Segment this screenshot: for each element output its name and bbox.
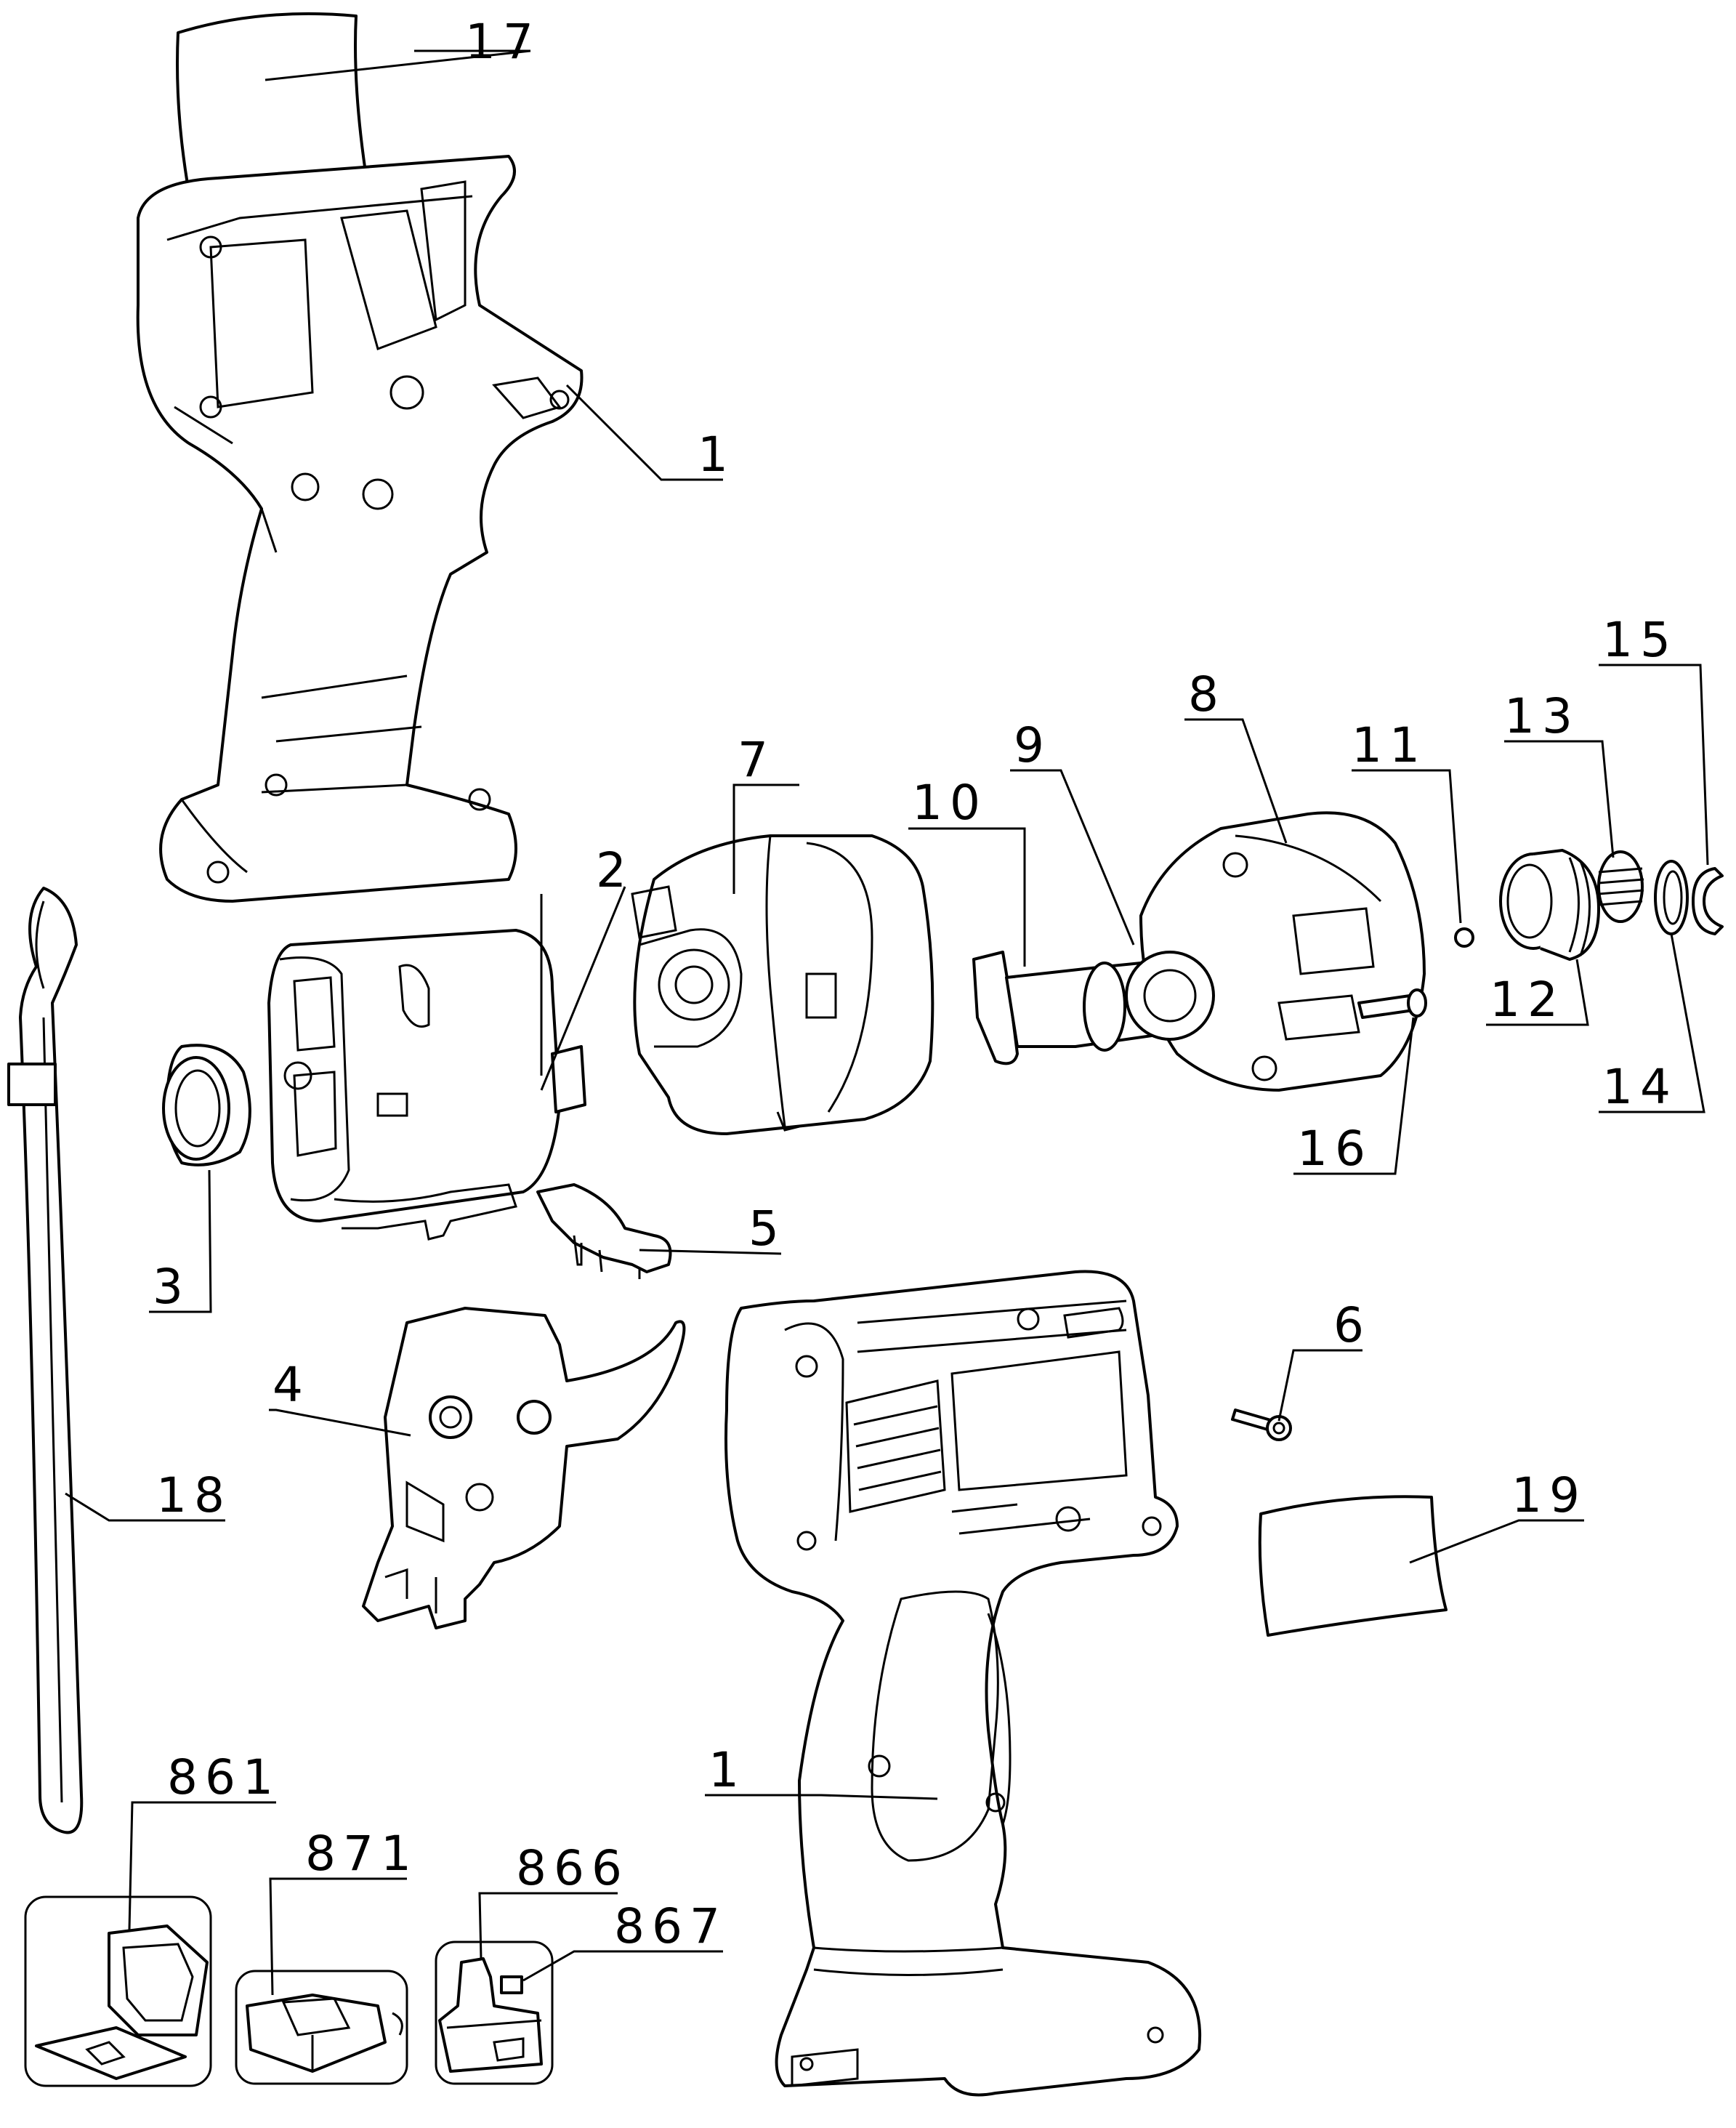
callout-861: 861 [167,1749,280,1805]
callout-4: 4 [272,1357,310,1413]
callout-15: 15 [1602,612,1678,668]
part-5-brush-holder [536,1183,672,1279]
callout-7: 7 [738,732,775,788]
part-2-motor [267,929,586,1241]
callout-866: 866 [516,1840,629,1896]
callout-3: 3 [153,1259,190,1315]
callout-9: 9 [1014,717,1051,773]
part-1-housing-left [136,155,584,903]
part-13-spring [1597,850,1644,923]
callout-12: 12 [1490,972,1565,1028]
part-16-screw [1357,988,1427,1019]
callout-13: 13 [1504,688,1580,744]
callout-labels: 17 1 2 7 10 9 8 11 13 15 12 14 16 3 5 6 … [153,14,1678,1954]
kit-871-charger [235,1970,408,2085]
callout-2: 2 [596,842,634,898]
kit-866-battery [435,1940,554,2085]
part-6-screw [1231,1408,1292,1441]
kit-861-case [24,1895,212,2087]
part-19-label [1258,1495,1448,1637]
callout-5: 5 [748,1201,786,1257]
callout-19: 19 [1511,1467,1587,1523]
callout-8: 8 [1188,666,1226,722]
callout-10: 10 [912,775,988,831]
part-11-ball [1454,927,1474,948]
part-8-front-housing [1125,811,1426,1092]
part-7-gearbox [631,834,934,1135]
callout-6: 6 [1333,1297,1371,1353]
callout-18: 18 [156,1467,232,1523]
callout-14: 14 [1602,1059,1678,1115]
part-3-bearing [162,1044,251,1166]
part-14-washer [1654,860,1689,935]
part-17-label [176,12,368,194]
callout-867: 867 [614,1898,727,1954]
callout-1-top: 1 [698,427,735,483]
callout-17: 17 [465,14,541,70]
leader-lines [65,49,1709,1996]
callout-16: 16 [1297,1121,1373,1177]
callout-871: 871 [305,1826,419,1882]
part-12-collar [1499,849,1600,961]
part-18-lanyard [7,887,84,1834]
part-4-switch [362,1307,686,1629]
callout-1-bottom: 1 [708,1742,746,1798]
part-1-housing-assembled [724,1270,1202,2097]
callout-11: 11 [1352,717,1427,773]
part-15-retaining-ring [1692,867,1724,935]
